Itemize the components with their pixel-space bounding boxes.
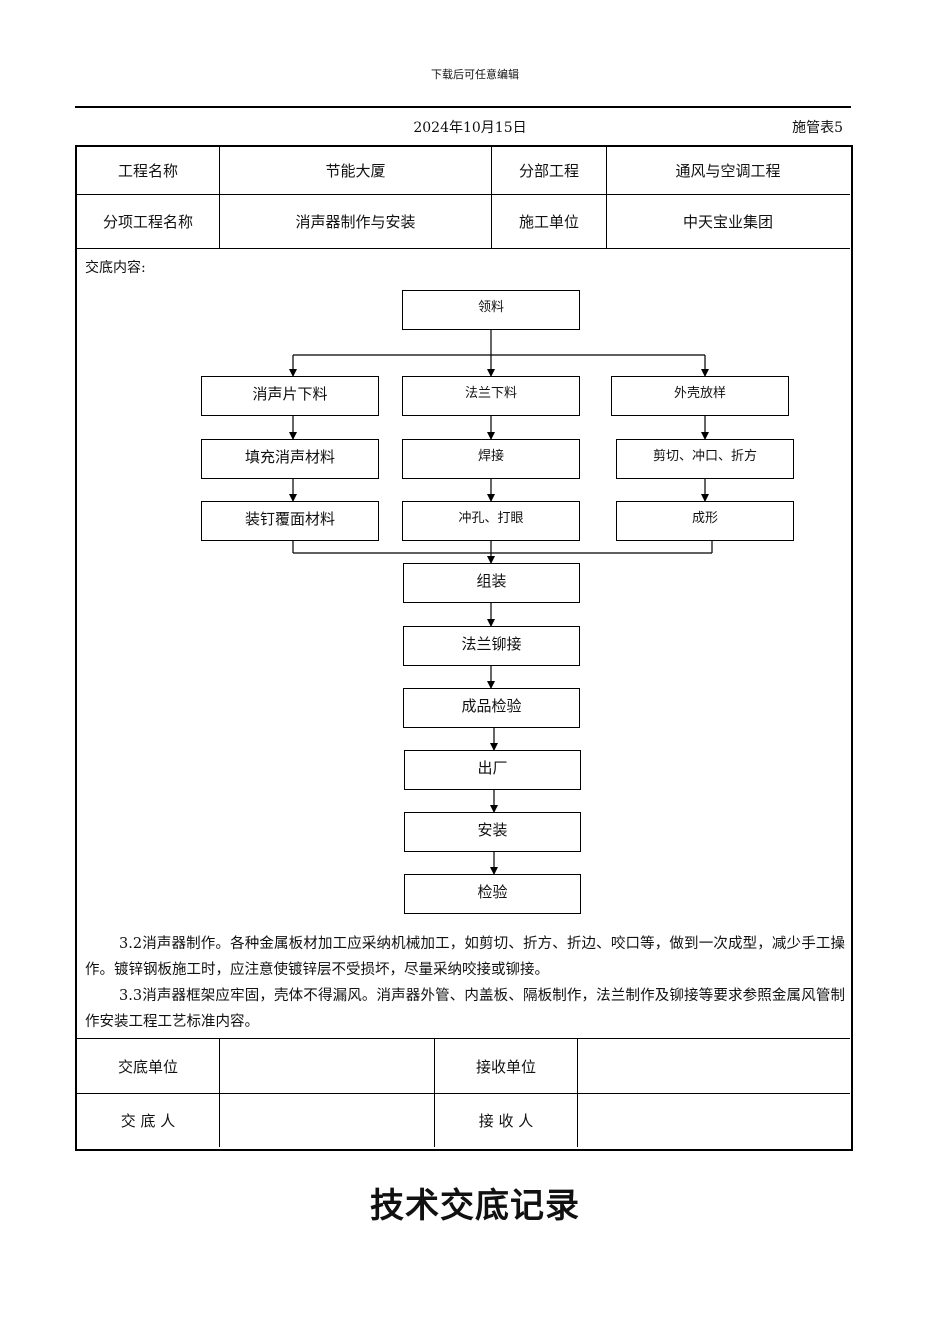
flow-step-col1-3: 装钉覆面材料	[201, 501, 379, 541]
project-name-value: 节能大厦	[325, 162, 386, 180]
col-divider	[491, 146, 492, 248]
col-divider	[219, 1038, 220, 1147]
col-divider	[577, 1038, 578, 1147]
to-unit-label: 接收单位	[475, 1057, 536, 1076]
flow-step-col2-3: 冲孔、打眼	[402, 501, 580, 541]
division-label: 分部工程	[518, 162, 579, 180]
row-divider	[76, 248, 850, 249]
item-name-value: 消声器制作与安装	[295, 213, 416, 231]
flow-step-col3-1: 外壳放样	[611, 376, 789, 416]
flow-step-col1-2: 填充消声材料	[201, 439, 379, 479]
from-person-label: 交 底 人	[120, 1112, 176, 1130]
from-unit-field[interactable]	[220, 1039, 434, 1093]
to-unit-field[interactable]	[578, 1039, 849, 1093]
record-table	[75, 145, 853, 1151]
date: 2024年10月15日	[413, 120, 527, 136]
row-divider	[76, 194, 850, 195]
flow-step-main-3: 成品检验	[403, 688, 580, 728]
col-divider	[219, 146, 220, 248]
contractor-value: 中天宝业集团	[682, 213, 773, 231]
flow-step-main-5: 安装	[404, 812, 581, 852]
division-value: 通风与空调工程	[675, 162, 781, 180]
col-divider	[434, 1038, 435, 1147]
row-divider	[76, 1038, 850, 1039]
to-person-field[interactable]	[578, 1094, 849, 1147]
flow-step-main-2: 法兰铆接	[403, 626, 580, 666]
flow-step-main-4: 出厂	[404, 750, 581, 790]
header-rule	[75, 106, 851, 108]
flow-step-col2-2: 焊接	[402, 439, 580, 479]
project-name-label: 工程名称	[117, 162, 178, 180]
paragraph-3-3: 3.3消声器框架应牢固，壳体不得漏风。消声器外管、内盖板、隔板制作，法兰制作及铆…	[85, 988, 845, 1030]
flow-step-col1-1: 消声片下料	[201, 376, 379, 416]
flow-step-main-6: 检验	[404, 874, 581, 914]
flow-step-main-1: 组装	[403, 563, 580, 603]
form-number: 施管表5	[792, 120, 843, 136]
item-name-label: 分项工程名称	[102, 213, 193, 231]
content-label: 交底内容:	[85, 260, 146, 276]
flow-step-col3-3: 成形	[616, 501, 794, 541]
flow-step-col2-1: 法兰下料	[402, 376, 580, 416]
flow-step-start: 领料	[402, 290, 580, 330]
col-divider	[606, 146, 607, 248]
flow-step-col3-2: 剪切、冲口、折方	[616, 439, 794, 479]
from-person-field[interactable]	[220, 1094, 434, 1147]
contractor-label: 施工单位	[518, 213, 579, 231]
download-note: 下载后可任意编辑	[431, 68, 519, 81]
document-title: 技术交底记录	[370, 1186, 580, 1226]
row-divider	[76, 1093, 850, 1094]
to-person-label: 接 收 人	[478, 1112, 534, 1130]
from-unit-label: 交底单位	[117, 1057, 178, 1076]
paragraph-3-2: 3.2消声器制作。各种金属板材加工应采纳机械加工，如剪切、折方、折边、咬口等，做…	[85, 936, 845, 978]
